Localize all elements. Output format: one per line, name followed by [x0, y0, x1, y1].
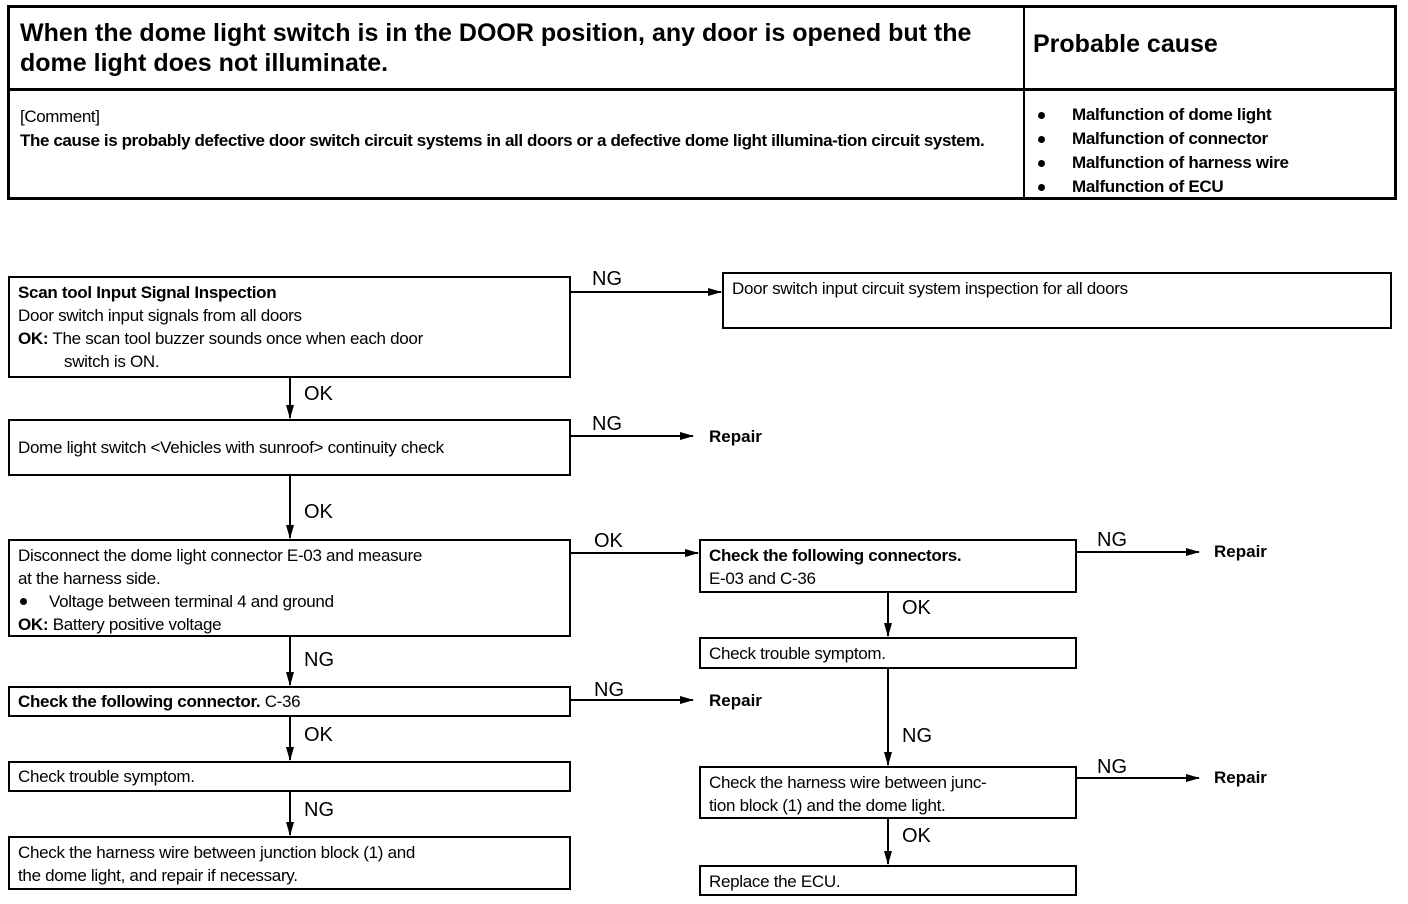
door-switch-circuit-box: Door switch input circuit system inspect…: [722, 272, 1392, 329]
box3-bullet: Voltage between terminal 4 and ground: [49, 592, 334, 611]
bullet-icon: [1038, 136, 1045, 143]
box3-ok-text: Battery positive voltage: [52, 615, 222, 634]
comment: [Comment] The cause is probably defectiv…: [20, 105, 1010, 153]
box9-line1: Check the harness wire between junc-: [709, 773, 987, 792]
ok-label: OK: [902, 597, 931, 619]
box1-ok-label: OK:: [18, 329, 49, 348]
dome-light-switch-box: Dome light switch <Vehicles with sunroof…: [8, 419, 571, 476]
replace-ecu-box: Replace the ECU.: [699, 865, 1077, 896]
box9-line2: tion block (1) and the dome light.: [709, 796, 946, 815]
repair-label: Repair: [709, 427, 762, 446]
ng-label: NG: [592, 413, 622, 435]
bullet-icon: [1038, 160, 1045, 167]
check-trouble-symptom-right-box: Check trouble symptom.: [699, 637, 1077, 669]
cause-item: Malfunction of harness wire: [1032, 151, 1289, 175]
box10-text: Replace the ECU.: [709, 872, 841, 891]
scan-tool-inspection-box: Scan tool Input Signal Inspection Door s…: [8, 276, 571, 378]
header-table: When the dome light switch is in the DOO…: [7, 5, 1397, 200]
disconnect-connector-box: Disconnect the dome light connector E-03…: [8, 539, 571, 637]
bullet-icon: [20, 598, 27, 606]
header-divider: [1023, 8, 1025, 197]
ok-label: OK: [304, 501, 333, 523]
ng-label: NG: [304, 649, 334, 671]
bullet-icon: [1038, 184, 1045, 191]
cause-item: Malfunction of dome light: [1032, 103, 1289, 127]
box2-text: Dome light switch <Vehicles with sunroof…: [18, 438, 444, 457]
box4-title: Check the following connector.: [18, 692, 261, 711]
ok-label: OK: [902, 825, 931, 847]
box7-line: E-03 and C-36: [709, 569, 816, 588]
comment-label: [Comment]: [20, 107, 100, 126]
ng-label: NG: [304, 799, 334, 821]
check-connector-c36-box: Check the following connector. C-36: [8, 686, 571, 717]
box5-text: Check trouble symptom.: [18, 767, 195, 786]
box-door-circuit-text: Door switch input circuit system inspect…: [732, 279, 1128, 298]
box1-line: Door switch input signals from all doors: [18, 306, 302, 325]
cause-item: Malfunction of ECU: [1032, 175, 1289, 199]
check-harness-right-box: Check the harness wire between junc- tio…: [699, 766, 1077, 819]
check-harness-left-box: Check the harness wire between junction …: [8, 836, 571, 890]
ng-label: NG: [592, 268, 622, 290]
ng-label: NG: [1097, 756, 1127, 778]
ok-label: OK: [304, 383, 333, 405]
ng-label: NG: [902, 725, 932, 747]
box4-suffix: C-36: [264, 692, 301, 711]
check-trouble-symptom-left-box: Check trouble symptom.: [8, 761, 571, 792]
box1-ok-text: The scan tool buzzer sounds once when ea…: [52, 329, 423, 348]
check-connectors-e03-c36-box: Check the following connectors. E-03 and…: [699, 539, 1077, 593]
ng-label: NG: [1097, 529, 1127, 551]
box3-line2: at the harness side.: [18, 569, 161, 588]
box6-line2: the dome light, and repair if necessary.: [18, 866, 298, 885]
repair-label: Repair: [1214, 542, 1267, 561]
box3-ok-label: OK:: [18, 615, 49, 634]
comment-body: The cause is probably defective door swi…: [20, 131, 985, 150]
ok-label: OK: [304, 724, 333, 746]
cause-list: Malfunction of dome light Malfunction of…: [1032, 103, 1289, 199]
box1-title: Scan tool Input Signal Inspection: [18, 283, 277, 302]
probable-cause-heading: Probable cause: [1033, 30, 1218, 58]
ng-label: NG: [594, 679, 624, 701]
repair-label: Repair: [1214, 768, 1267, 787]
box1-ok-text2: switch is ON.: [64, 352, 160, 371]
box3-line1: Disconnect the dome light connector E-03…: [18, 546, 422, 565]
repair-label: Repair: [709, 691, 762, 710]
symptom-title: When the dome light switch is in the DOO…: [20, 19, 972, 77]
cause-item: Malfunction of connector: [1032, 127, 1289, 151]
box7-title: Check the following connectors.: [709, 546, 962, 565]
bullet-icon: [1038, 112, 1045, 119]
ok-label: OK: [594, 530, 623, 552]
header-top-row: [10, 8, 1394, 91]
box8-text: Check trouble symptom.: [709, 644, 886, 663]
box6-line1: Check the harness wire between junction …: [18, 843, 416, 862]
